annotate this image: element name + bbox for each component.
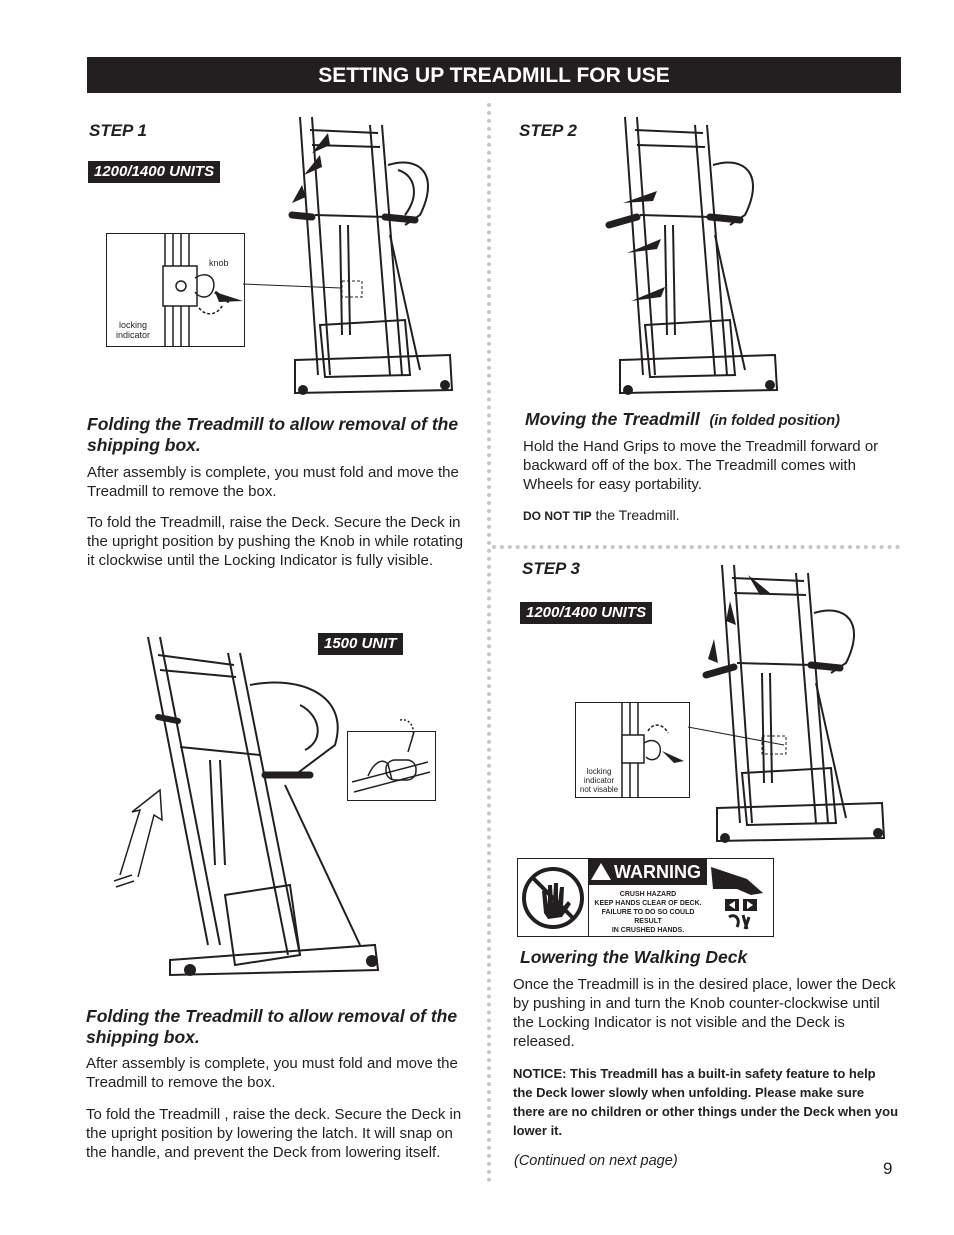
step3-label: STEP 3 bbox=[522, 559, 580, 578]
step1-units-tag: 1200/1400 UNITS bbox=[88, 161, 221, 183]
no-hand-icon bbox=[520, 863, 586, 933]
step3-notice: NOTICE: This Treadmill has a built-in sa… bbox=[513, 1066, 899, 1138]
inset-leader-line bbox=[242, 283, 342, 289]
step3-leader-line bbox=[687, 726, 785, 746]
crush-hazard-warning-label: WARNING CRUSH HAZARD KEEP HANDS CLEAR OF… bbox=[517, 858, 774, 937]
step1-treadmill-illustration bbox=[288, 116, 454, 395]
warning-line1: CRUSH HAZARD bbox=[619, 891, 677, 898]
step2-heading: Moving the Treadmill bbox=[525, 409, 700, 429]
unit1500-para2: To fold the Treadmill , raise the deck. … bbox=[86, 1106, 462, 1161]
step3-knob-inset: locking indicator not visable bbox=[575, 702, 690, 798]
step3-treadmill-illustration bbox=[702, 564, 886, 843]
column-divider bbox=[487, 103, 491, 1183]
locking-indicator-label: locking indicator bbox=[113, 320, 153, 340]
page-number: 9 bbox=[883, 1159, 893, 1178]
step2-heading-block: Moving the Treadmill (in folded position… bbox=[525, 409, 900, 432]
warning-header: WARNING bbox=[589, 859, 707, 885]
step3-heading: Lowering the Walking Deck bbox=[520, 947, 748, 967]
step1-para2: To fold the Treadmill, raise the Deck. S… bbox=[87, 514, 464, 569]
step2-warning-line: DO NOT TIP the Treadmill. bbox=[523, 506, 901, 526]
step1-knob-inset: knob locking indicator bbox=[106, 233, 245, 347]
latch-detail-drawing bbox=[351, 719, 431, 793]
warning-body: CRUSH HAZARD KEEP HANDS CLEAR OF DECK. F… bbox=[589, 885, 707, 935]
step2-heading-note: (in folded position) bbox=[709, 413, 840, 429]
step3-locking-label: locking indicator not visable bbox=[576, 767, 622, 794]
step3-locking-line2: indicator bbox=[583, 776, 615, 785]
step3-para1: Once the Treadmill is in the desired pla… bbox=[513, 976, 896, 1050]
warning-triangle-icon bbox=[591, 863, 611, 880]
crushed-hand-icon bbox=[707, 859, 773, 936]
unit1500-tag: 1500 UNIT bbox=[318, 633, 403, 655]
warning-text-panel: WARNING CRUSH HAZARD KEEP HANDS CLEAR OF… bbox=[588, 859, 707, 936]
step1-heading: Folding the Treadmill to allow removal o… bbox=[87, 414, 459, 455]
warning-line2: KEEP HANDS CLEAR OF DECK. bbox=[594, 900, 702, 907]
warning-line3: FAILURE TO DO SO COULD RESULT bbox=[601, 909, 695, 925]
step2-label: STEP 2 bbox=[519, 121, 577, 140]
unit1500-para1: After assembly is complete, you must fol… bbox=[86, 1055, 458, 1091]
knob-label: knob bbox=[209, 258, 229, 268]
unit1500-latch-inset bbox=[347, 719, 436, 801]
warning-line4: IN CRUSHED HANDS. bbox=[611, 927, 685, 934]
page-title: SETTING UP TREADMILL FOR USE bbox=[87, 57, 901, 93]
locking-label-line2: indicator bbox=[115, 330, 151, 340]
do-not-tip-rest: the Treadmill. bbox=[591, 507, 680, 523]
do-not-tip: DO NOT TIP bbox=[523, 509, 592, 523]
knob-released-drawing bbox=[621, 703, 684, 797]
step3-units-tag: 1200/1400 UNITS bbox=[520, 602, 653, 624]
section-divider bbox=[492, 545, 900, 549]
step2-para1: Hold the Hand Grips to move the Treadmil… bbox=[523, 438, 879, 493]
warning-title: WARNING bbox=[614, 862, 701, 882]
locking-label-line1: locking bbox=[118, 320, 147, 330]
step3-locking-line1: locking bbox=[586, 767, 612, 776]
unit1500-treadmill-illustration bbox=[113, 636, 380, 977]
step2-treadmill-illustration bbox=[605, 116, 779, 395]
step1-para1: After assembly is complete, you must fol… bbox=[87, 464, 459, 500]
step3-locking-line3: not visable bbox=[579, 785, 619, 794]
step1-label: STEP 1 bbox=[89, 121, 147, 140]
continued-note: (Continued on next page) bbox=[514, 1153, 678, 1169]
unit1500-heading: Folding the Treadmill to allow removal o… bbox=[86, 1006, 458, 1047]
knob-detail-drawing bbox=[162, 234, 243, 346]
